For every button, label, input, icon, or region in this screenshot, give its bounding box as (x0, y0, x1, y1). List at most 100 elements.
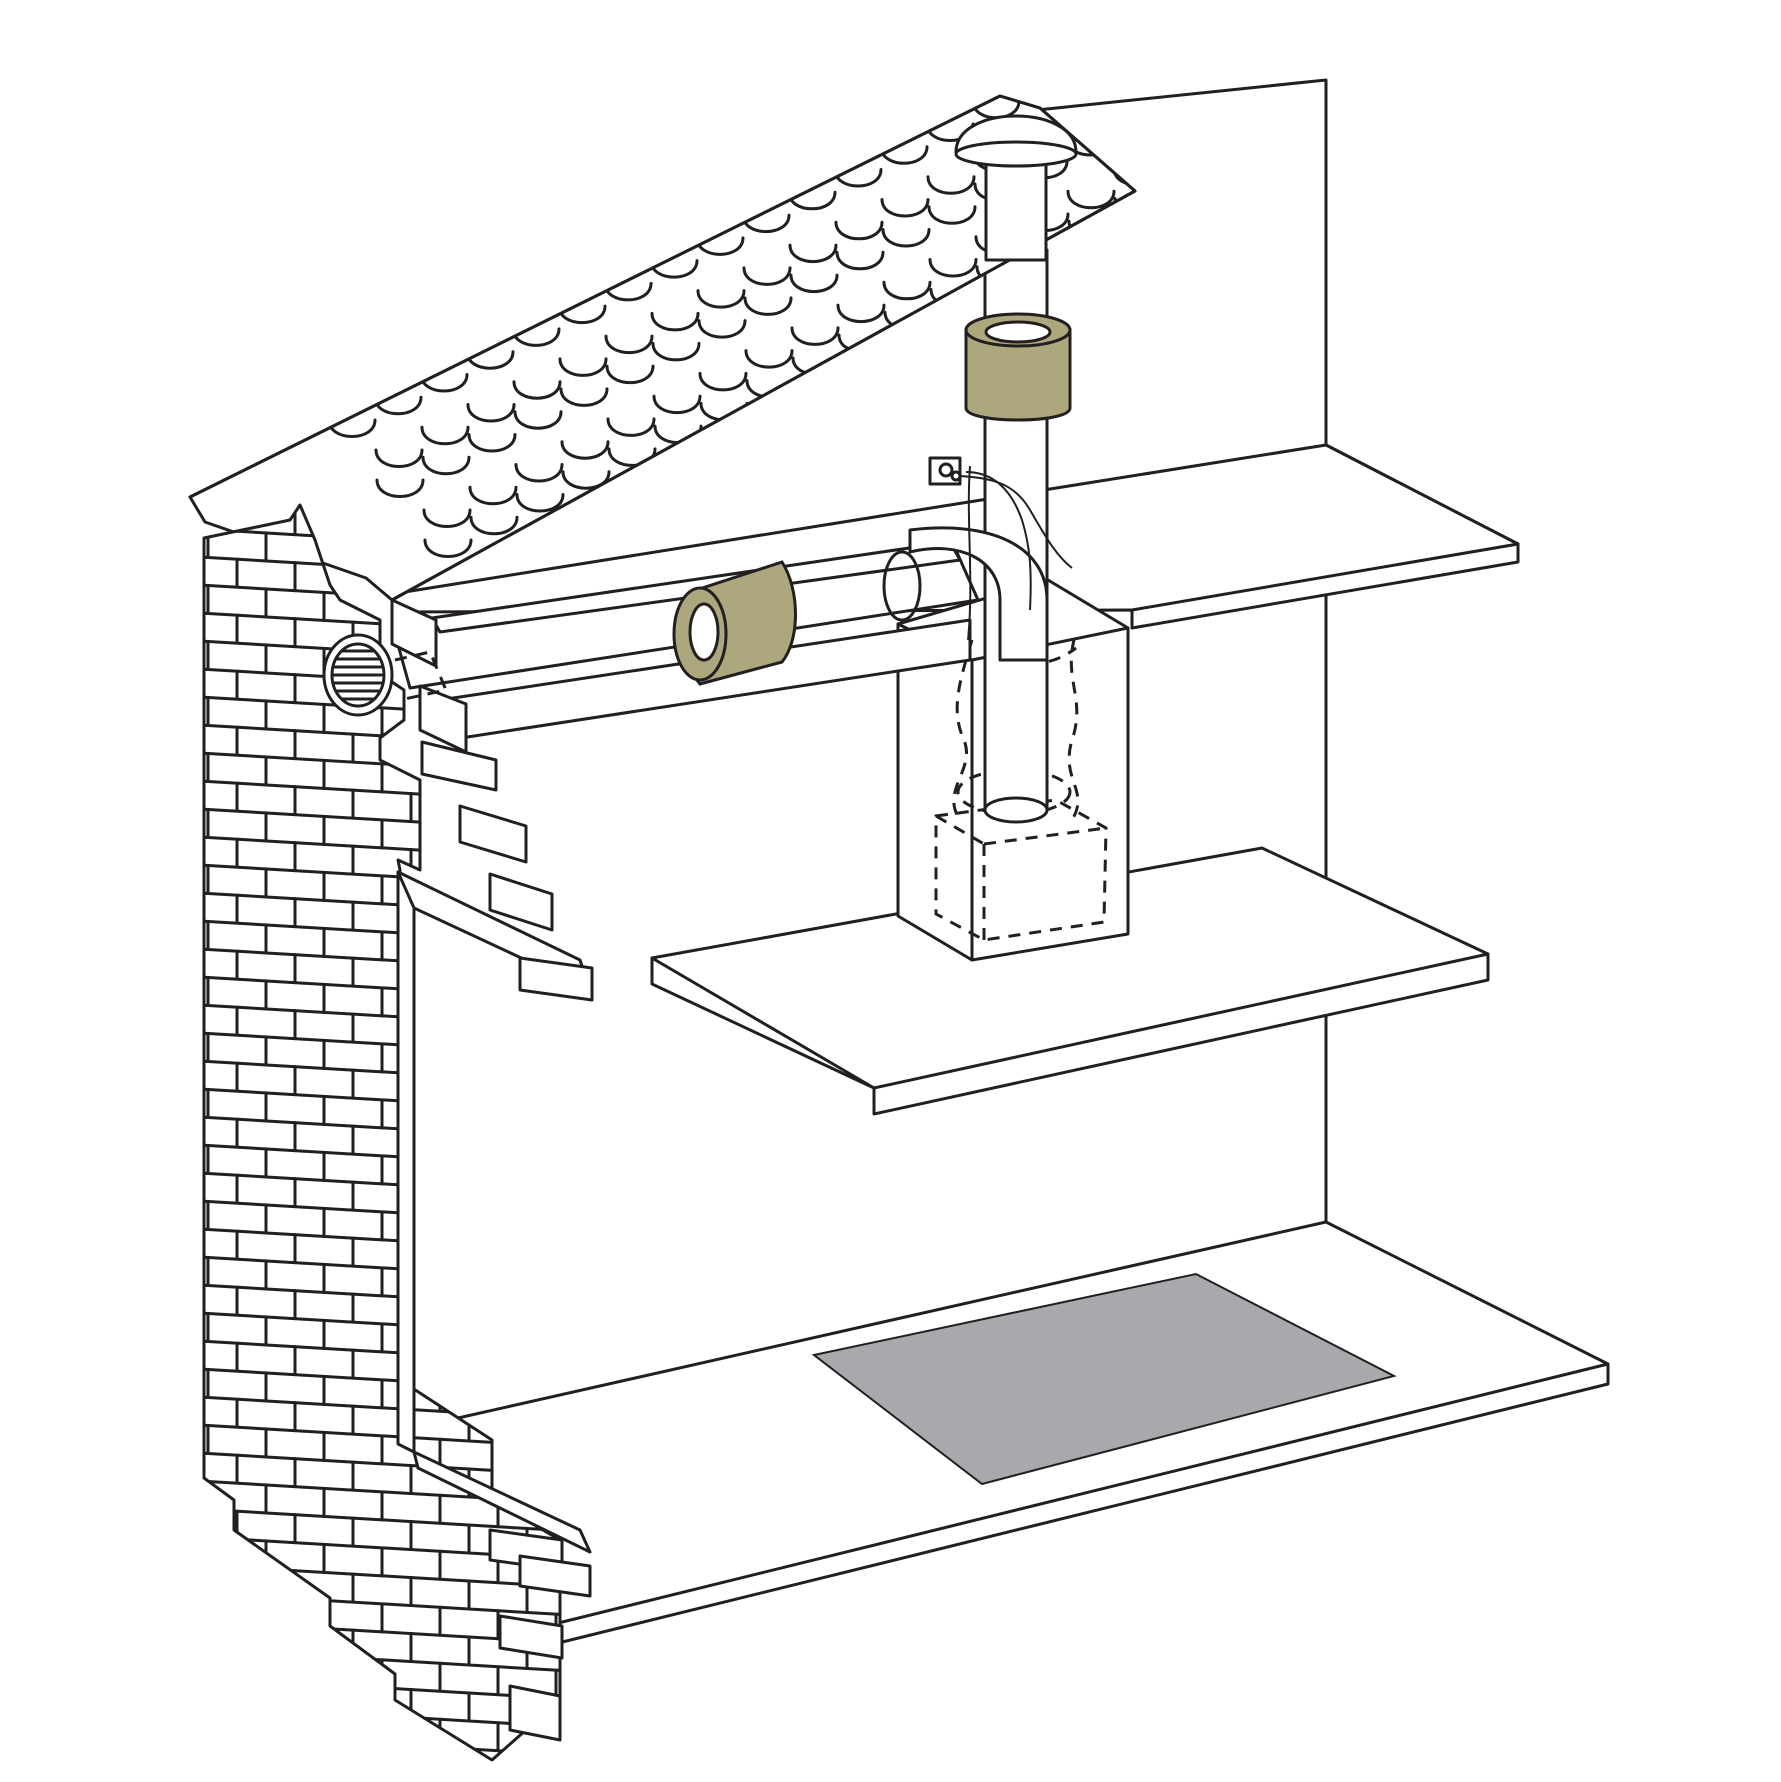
shingle (1210, 288, 1256, 305)
shingle (553, 139, 603, 159)
shingle (414, 177, 464, 197)
shingle (1111, 33, 1157, 50)
shingle (926, 175, 976, 195)
shingle (367, 147, 417, 167)
shingle (1115, 279, 1135, 300)
shingle (415, 207, 465, 227)
shingle (646, 65, 692, 82)
shingle (742, 266, 792, 286)
shingle (832, 57, 878, 74)
shingle (230, 268, 280, 288)
shingle (743, 296, 793, 316)
shingle (1157, 10, 1203, 27)
shingle (1343, 2, 1389, 19)
shingle (228, 185, 278, 206)
shingle (1158, 63, 1204, 80)
shingle (744, 349, 794, 369)
soffit-wall-vent (322, 633, 449, 717)
shingle (516, 545, 566, 566)
shingle (834, 220, 884, 241)
shingle (1438, 92, 1484, 109)
shingle (793, 439, 843, 459)
shingle (1163, 258, 1209, 275)
shingle (278, 328, 328, 348)
shingle (467, 432, 517, 453)
shingle (884, 363, 934, 384)
shingle (789, 273, 839, 294)
shingle (366, 117, 416, 137)
shingle (369, 230, 419, 250)
shingle (1437, 39, 1483, 56)
shingle (1623, 31, 1669, 48)
shingle (740, 183, 790, 204)
shingle (932, 423, 982, 444)
shingle (1161, 176, 1207, 193)
shingle (1203, 0, 1249, 4)
shingle (320, 140, 370, 160)
shingle (602, 251, 652, 272)
shingle (1532, 129, 1578, 146)
shingle (1440, 175, 1486, 192)
shingle (371, 312, 421, 333)
shingle (552, 109, 602, 129)
shingle (646, 146, 696, 166)
shingle (1160, 146, 1206, 163)
shingle (319, 96, 369, 107)
shingle (418, 342, 468, 363)
shingle (1346, 137, 1392, 154)
shingle (417, 290, 467, 310)
shingle (786, 160, 836, 181)
ceiling-joist-shelf (650, 846, 1490, 1116)
shingle (700, 454, 750, 475)
shingle (459, 21, 505, 38)
shingle (231, 298, 281, 318)
shingle (790, 326, 840, 346)
shingle (279, 358, 329, 378)
shingle (1484, 69, 1530, 86)
shingle (1300, 160, 1346, 177)
shingle (609, 530, 659, 550)
shingle (788, 243, 838, 264)
shingle (1392, 115, 1438, 132)
shingle (460, 154, 510, 175)
shingle (698, 371, 748, 392)
shingle (1391, 62, 1437, 79)
shingle (509, 244, 559, 265)
shingle (326, 388, 376, 408)
shingle (924, 96, 974, 112)
shingle (554, 191, 604, 212)
shingle (1066, 189, 1116, 210)
shingle (1390, 32, 1436, 49)
shingle (461, 184, 511, 205)
shingle (606, 417, 656, 437)
shingle (561, 470, 611, 490)
shingle (694, 206, 744, 226)
shingle (701, 484, 751, 505)
shingle (1393, 145, 1439, 162)
brick-course-line (204, 1756, 560, 1760)
shingle (785, 27, 831, 43)
shingle (785, 108, 835, 128)
shingle (1208, 206, 1254, 223)
shingle (885, 393, 935, 414)
shingle (559, 387, 609, 407)
bathroom-floor (456, 1220, 1610, 1652)
shingle (137, 180, 183, 197)
shingle (190, 155, 231, 176)
shingle (1207, 153, 1253, 170)
shingle (1164, 311, 1210, 328)
vertical-duct-silencer (964, 312, 1072, 422)
shingle (324, 305, 374, 326)
shingle (692, 42, 738, 59)
shingle (691, 0, 737, 6)
shingle (746, 431, 796, 452)
shingle (882, 280, 932, 301)
shingle (608, 500, 658, 520)
shingle (794, 491, 844, 512)
shingle (322, 222, 372, 243)
shingle (190, 238, 233, 258)
shingle (1301, 190, 1347, 207)
shingle (469, 515, 519, 536)
shingle (886, 446, 936, 466)
